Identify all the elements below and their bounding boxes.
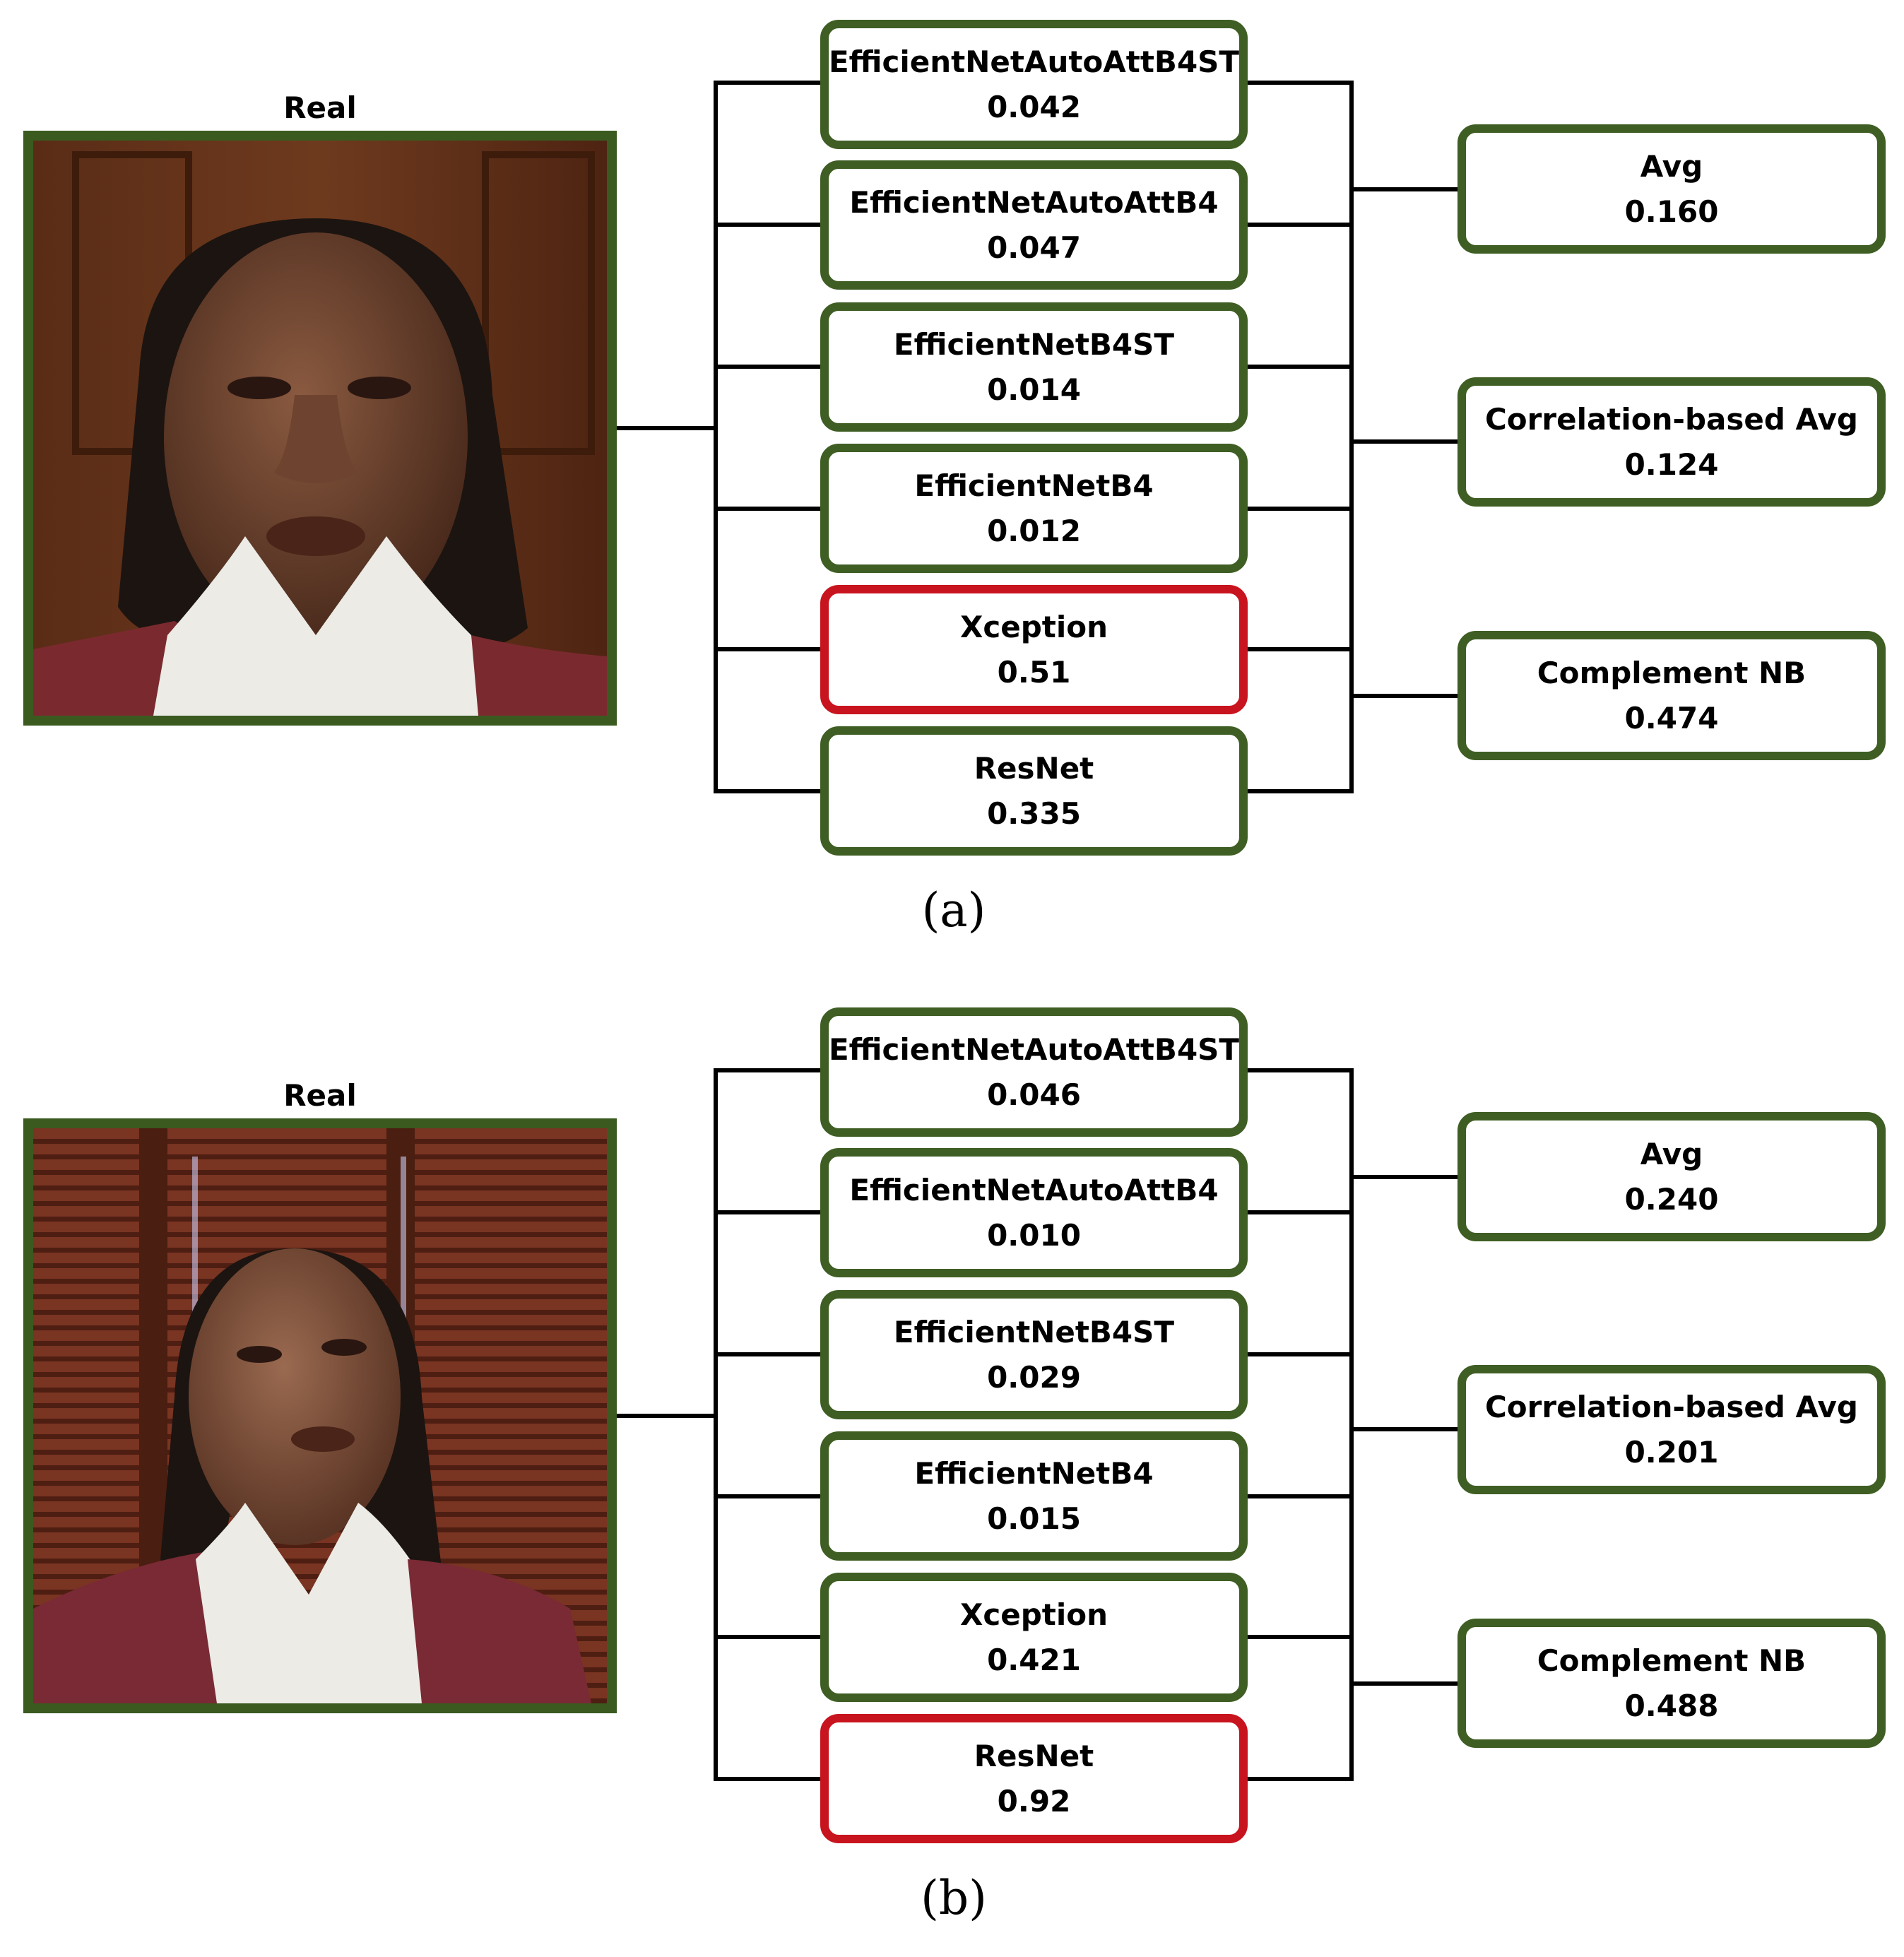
model-score: 0.015 — [987, 1501, 1081, 1536]
model-name: EfficientNetAutoAttB4ST — [828, 1031, 1240, 1067]
model-name: Xception — [959, 609, 1108, 644]
ensemble-box-avg: Avg 0.240 — [1457, 1112, 1886, 1241]
ensemble-score: 0.201 — [1624, 1434, 1719, 1470]
model-box-efficientnetb4: EfficientNetB4 0.015 — [820, 1431, 1248, 1561]
model-name: Xception — [959, 1597, 1108, 1632]
model-score: 0.029 — [987, 1359, 1081, 1395]
model-score: 0.014 — [987, 372, 1081, 407]
model-score: 0.92 — [997, 1783, 1071, 1819]
panel-caption: (b) — [921, 1871, 987, 1925]
image-label: Real — [283, 1078, 357, 1113]
model-name: EfficientNetAutoAttB4 — [849, 184, 1219, 220]
ensemble-score: 0.160 — [1624, 194, 1719, 229]
ensemble-score: 0.488 — [1624, 1688, 1719, 1723]
model-name: EfficientNetB4 — [914, 468, 1154, 503]
model-name: ResNet — [974, 750, 1094, 786]
model-box-xception: Xception 0.51 — [820, 585, 1248, 714]
ensemble-name: Avg — [1640, 148, 1703, 184]
image-label: Real — [283, 90, 357, 125]
model-name: EfficientNetAutoAttB4ST — [828, 44, 1240, 79]
ensemble-score: 0.240 — [1624, 1181, 1719, 1217]
connector-lines — [617, 81, 1457, 793]
model-name: EfficientNetB4 — [914, 1455, 1154, 1491]
model-box-xception: Xception 0.421 — [820, 1573, 1248, 1702]
ensemble-box-correlation-avg: Correlation-based Avg 0.201 — [1457, 1365, 1886, 1494]
model-score: 0.010 — [987, 1217, 1081, 1253]
ensemble-box-correlation-avg: Correlation-based Avg 0.124 — [1457, 377, 1886, 507]
ensemble-box-complement-nb: Complement NB 0.488 — [1457, 1619, 1886, 1748]
model-score: 0.51 — [997, 654, 1071, 690]
ensemble-score: 0.474 — [1624, 700, 1719, 735]
model-name: EfficientNetAutoAttB4 — [849, 1172, 1219, 1207]
model-box-efficientnetautoattb4: EfficientNetAutoAttB4 0.010 — [820, 1148, 1248, 1277]
model-box-efficientnetautoattb4st: EfficientNetAutoAttB4ST 0.042 — [820, 20, 1248, 149]
model-score: 0.046 — [987, 1077, 1081, 1112]
model-box-efficientnetautoattb4st: EfficientNetAutoAttB4ST 0.046 — [820, 1007, 1248, 1137]
ensemble-name: Avg — [1640, 1136, 1703, 1171]
model-name: EfficientNetB4ST — [893, 1314, 1175, 1349]
model-name: EfficientNetB4ST — [893, 326, 1175, 362]
model-box-efficientnetautoattb4: EfficientNetAutoAttB4 0.047 — [820, 160, 1248, 290]
ensemble-name: Correlation-based Avg — [1484, 401, 1858, 437]
ensemble-name: Complement NB — [1537, 1643, 1807, 1678]
connector-lines — [617, 1068, 1457, 1781]
model-score: 0.335 — [987, 796, 1081, 831]
model-box-efficientnetb4: EfficientNetB4 0.012 — [820, 444, 1248, 573]
panel-caption: (a) — [921, 883, 986, 938]
model-box-efficientnetb4st: EfficientNetB4ST 0.014 — [820, 302, 1248, 432]
model-score: 0.042 — [987, 89, 1081, 124]
face-photo-graphic — [33, 141, 607, 716]
model-score: 0.421 — [987, 1642, 1081, 1677]
model-box-resnet: ResNet 0.92 — [820, 1714, 1248, 1843]
face-photo-graphic — [33, 1128, 607, 1703]
ensemble-box-avg: Avg 0.160 — [1457, 124, 1886, 254]
face-photo — [23, 1118, 617, 1713]
ensemble-score: 0.124 — [1624, 447, 1719, 482]
ensemble-name: Correlation-based Avg — [1484, 1389, 1858, 1424]
face-photo — [23, 131, 617, 726]
model-score: 0.012 — [987, 513, 1081, 548]
model-box-resnet: ResNet 0.335 — [820, 726, 1248, 856]
model-box-efficientnetb4st: EfficientNetB4ST 0.029 — [820, 1290, 1248, 1419]
ensemble-name: Complement NB — [1537, 655, 1807, 690]
panel-b: Real — [0, 988, 1904, 1957]
model-name: ResNet — [974, 1738, 1094, 1773]
ensemble-box-complement-nb: Complement NB 0.474 — [1457, 631, 1886, 760]
panel-a: Real — [0, 0, 1904, 969]
model-score: 0.047 — [987, 230, 1081, 265]
